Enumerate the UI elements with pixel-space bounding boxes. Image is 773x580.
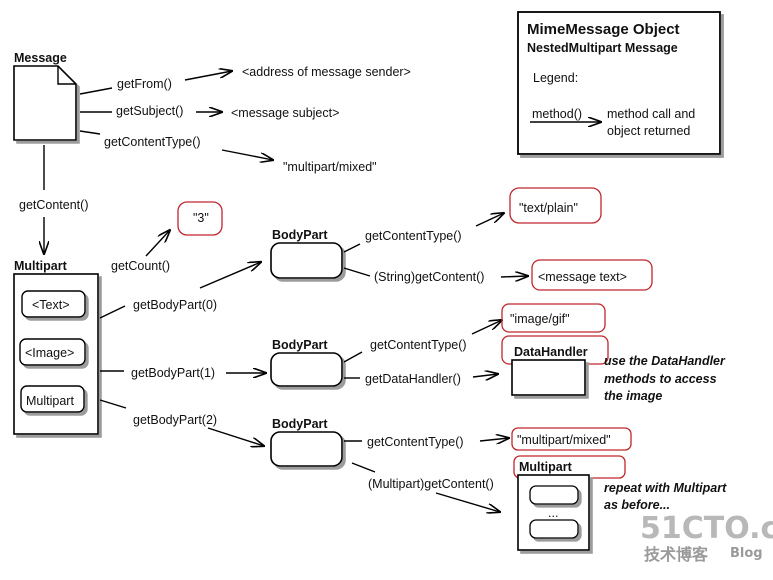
multipart-title: Multipart [14,259,68,273]
data-handler-note-line1: use the DataHandler [604,354,726,368]
watermark-blog: Blog [730,546,763,561]
get-body-part-0-label: getBodyPart(0) [133,298,217,312]
get-body-part-1-label: getBodyPart(1) [131,366,215,380]
bodypart-0-content-highlight [531,259,653,291]
bodypart-1-content-type-highlight [501,303,606,333]
bodypart-1-title: BodyPart [272,338,328,352]
data-handler-title: DataHandler [514,345,588,359]
nested-multipart-ellipsis: ... [548,506,558,520]
bodypart-2-title: BodyPart [272,417,328,431]
nested-multipart-title: Multipart [519,460,573,474]
message-content-type-result: "multipart/mixed" [283,160,377,174]
get-count-label: getCount() [111,259,170,273]
bodypart-0-get-content-type-label: getContentType() [365,229,462,243]
nested-multipart-note-line2: as before... [604,498,670,512]
multipart-item-text [21,290,86,318]
count-result-highlight [177,201,223,236]
message-node: Message [13,51,77,141]
bodypart-0-node: BodyPart [270,228,343,279]
bodypart-0-title: BodyPart [272,228,328,242]
multipart-item-multipart-label: Multipart [26,394,74,408]
data-handler-box [511,359,586,396]
watermark-tagline: 技术博客 [644,545,709,564]
get-subject-label: getSubject() [116,104,183,118]
data-handler-note-line3: the image [604,389,662,403]
bodypart-2-node: BodyPart [270,417,343,467]
data-handler-note-line2: methods to access [604,372,717,386]
legend-box: MimeMessage Object NestedMultipart Messa… [517,11,721,155]
nested-multipart-node: Multipart ... [513,455,626,551]
bodypart-1-box [270,352,343,387]
bodypart-1-get-content-type-label: getContentType() [370,338,467,352]
message-document-icon [13,65,77,141]
bodypart-0-get-content-label: (String)getContent() [374,270,484,284]
multipart-item-multipart [20,385,85,413]
bodypart-1-node: BodyPart [270,338,343,387]
message-page-fold [57,66,76,85]
message-title: Message [14,51,67,65]
legend-desc-line1: method call and [607,107,695,121]
sender-address-result: <address of message sender> [242,65,411,79]
legend-method-sample: method() [532,107,582,121]
multipart-node: Multipart <Text> <Image> Multipart [13,259,99,435]
legend-desc-line2: object returned [607,124,690,138]
subject-result: <message subject> [231,106,339,120]
message-get-content-type-label: getContentType() [104,135,201,149]
bodypart-0-box [270,242,343,279]
data-handler-node: DataHandler [501,335,609,396]
count-result: "3" [193,211,209,225]
watermark-site: 51CTO.com [640,511,773,546]
bodypart-2-box [270,431,343,467]
bodypart-2-content-type-highlight [511,427,632,451]
multipart-item-image [19,338,86,366]
bodypart-2-content-type-result: "multipart/mixed" [517,433,611,447]
legend-subtitle: NestedMultipart Message [527,41,678,55]
multipart-item-image-label: <Image> [25,346,74,360]
bodypart-0-content-type-result: "text/plain" [519,201,578,215]
get-content-label: getContent() [19,198,88,212]
get-body-part-2-label: getBodyPart(2) [133,413,217,427]
bodypart-1-content-type-result: "image/gif" [510,312,570,326]
nested-multipart-note-line1: repeat with Multipart [604,481,727,495]
site-watermark: 51CTO.com 技术博客 Blog [640,511,773,564]
nested-multipart-item-2 [529,519,579,539]
bodypart-0-content-type-highlight [509,187,602,224]
nested-multipart-item-1 [529,485,579,505]
bodypart-2-get-content-label: (Multipart)getContent() [368,477,494,491]
multipart-item-text-label: <Text> [32,298,70,312]
legend-title: MimeMessage Object [527,21,680,38]
legend-heading: Legend: [533,71,578,85]
bodypart-0-content-result: <message text> [538,270,627,284]
get-from-label: getFrom() [117,77,172,91]
bodypart-1-get-data-handler-label: getDataHandler() [365,372,461,386]
bodypart-2-get-content-type-label: getContentType() [367,435,464,449]
